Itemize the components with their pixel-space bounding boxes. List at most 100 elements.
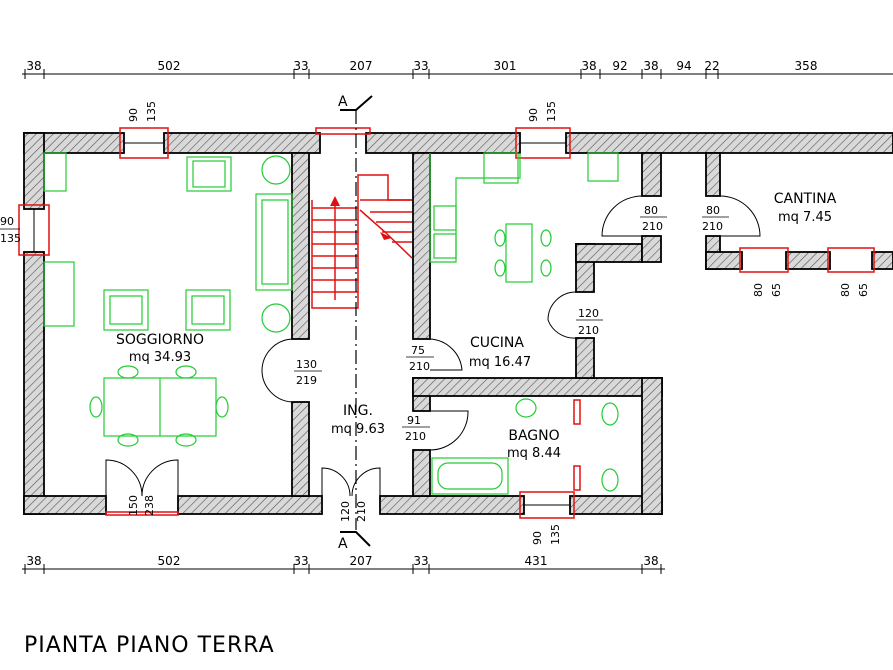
win-sog-left-w: 90 <box>0 215 14 228</box>
bottom-dim-ticks <box>24 564 662 574</box>
door-cant-b-w: 80 <box>706 204 720 217</box>
win-bagno-h: 135 <box>549 524 562 545</box>
bottom-dim-5: 33 <box>413 554 428 568</box>
cabinet-soggiorno <box>43 152 67 192</box>
window-ingresso-top <box>315 127 371 135</box>
door-ing-bottom-h: 210 <box>355 501 368 522</box>
top-dimension-line: 38 502 33 207 33 301 38 92 38 94 22 358 <box>22 59 893 79</box>
room-bagno-name: BAGNO <box>508 428 559 444</box>
door-ing-bottom-w: 120 <box>339 501 352 522</box>
door-cant-a-h: 210 <box>642 220 663 233</box>
wall-disimp-3 <box>575 337 595 379</box>
kitchen-table <box>505 223 533 283</box>
win-sog-top-w: 90 <box>127 108 140 122</box>
win-bagno-w: 90 <box>531 531 544 545</box>
window-cantina-1 <box>739 247 789 273</box>
plant <box>261 155 291 185</box>
wall-disimp-2 <box>575 243 643 263</box>
window-cantina-2 <box>827 247 875 273</box>
sofa <box>255 193 293 291</box>
room-ingresso-area: mq 9.63 <box>331 422 385 437</box>
top-dim-9: 38 <box>643 59 658 73</box>
sink <box>433 205 457 231</box>
win-sog-top-h: 135 <box>145 101 158 122</box>
top-dim-12: 358 <box>795 59 818 73</box>
room-cantina-name: CANTINA <box>774 191 837 207</box>
room-cucina-name: CUCINA <box>470 335 524 351</box>
towel-rail-2 <box>573 465 581 491</box>
door-bagno-w: 91 <box>407 414 421 427</box>
win-cuc-top-h: 135 <box>545 101 558 122</box>
top-dim-1: 38 <box>26 59 41 73</box>
room-soggiorno-name: SOGGIORNO <box>116 332 204 348</box>
wall-cant-bottom-3 <box>871 251 893 270</box>
top-dim-2: 502 <box>158 59 181 73</box>
window-soggiorno-top <box>119 127 169 159</box>
fridge <box>587 152 619 182</box>
doors <box>105 195 761 516</box>
door-bagno-h: 210 <box>405 430 426 443</box>
wall-bagno-right <box>641 377 663 515</box>
wall-cuc-bagno <box>412 377 663 397</box>
door-labels: 150 238 120 210 130 219 75 210 91 210 12… <box>127 204 729 522</box>
towel-rail-1 <box>573 399 581 425</box>
section-marker-top: A <box>338 94 348 110</box>
wall-left-1 <box>23 132 45 210</box>
section-axis-a: A A <box>338 94 373 552</box>
windows <box>18 127 875 519</box>
plant-2 <box>261 303 291 333</box>
bidet <box>601 402 619 426</box>
win-cant2-h: 65 <box>857 283 870 297</box>
top-dim-7: 38 <box>581 59 596 73</box>
win-cant1-w: 80 <box>752 283 765 297</box>
armchair-1 <box>186 156 232 192</box>
win-cuc-top-w: 90 <box>527 108 540 122</box>
section-marker-bottom: A <box>338 536 348 552</box>
wall-top-3 <box>365 132 521 154</box>
door-soggiorno-bottom-right <box>141 459 179 497</box>
wall-cant-left-1 <box>705 152 721 197</box>
door-sog-ing-w: 130 <box>296 358 317 371</box>
door-disimp-w: 120 <box>578 307 599 320</box>
door-cucina-w: 75 <box>411 344 425 357</box>
bottom-dim-1: 38 <box>26 554 41 568</box>
top-dim-6: 301 <box>494 59 517 73</box>
window-cucina-top <box>515 127 571 159</box>
door-soggiorno-bottom-left <box>105 459 143 497</box>
wall-top-4 <box>565 132 893 154</box>
bottom-dim-7: 38 <box>643 554 658 568</box>
bottom-dim-3: 33 <box>293 554 308 568</box>
wall-bottom-2 <box>177 495 323 515</box>
window-soggiorno-left <box>18 204 50 256</box>
wall-disimp-5 <box>641 235 662 263</box>
wall-bottom-1 <box>23 495 107 515</box>
win-cant2-w: 80 <box>839 283 852 297</box>
washbasin <box>515 398 537 418</box>
armchair-2 <box>103 289 149 331</box>
top-dim-4: 207 <box>350 59 373 73</box>
bottom-dimension-line: 38 502 33 207 33 431 38 <box>22 554 665 574</box>
top-dim-ticks <box>24 69 719 79</box>
wall-ing-bagno <box>412 449 431 497</box>
door-disimp-h: 210 <box>578 324 599 337</box>
wall-ing-cuc-1 <box>412 152 431 340</box>
armchair-3 <box>185 289 231 331</box>
wall-top-2 <box>163 132 321 154</box>
wall-cant-bottom-1 <box>705 251 743 270</box>
door-cucina-h: 210 <box>409 360 430 373</box>
walls <box>23 132 893 515</box>
staircase <box>311 174 413 309</box>
room-labels: SOGGIORNO mq 34.93 ING. mq 9.63 CUCINA m… <box>116 191 837 461</box>
window-labels: 90 135 90 135 90 135 90 135 80 65 80 65 <box>0 101 870 545</box>
room-soggiorno-area: mq 34.93 <box>129 350 191 365</box>
top-dim-3: 33 <box>293 59 308 73</box>
wall-cant-bottom-2 <box>785 251 831 270</box>
win-cant1-h: 65 <box>770 283 783 297</box>
door-cant-a-w: 80 <box>644 204 658 217</box>
bottom-dim-2: 502 <box>158 554 181 568</box>
room-cantina-area: mq 7.45 <box>778 210 832 225</box>
room-cucina-area: mq 16.47 <box>469 355 531 370</box>
wall-disimp-4 <box>641 152 662 197</box>
wall-bottom-3 <box>379 495 525 515</box>
